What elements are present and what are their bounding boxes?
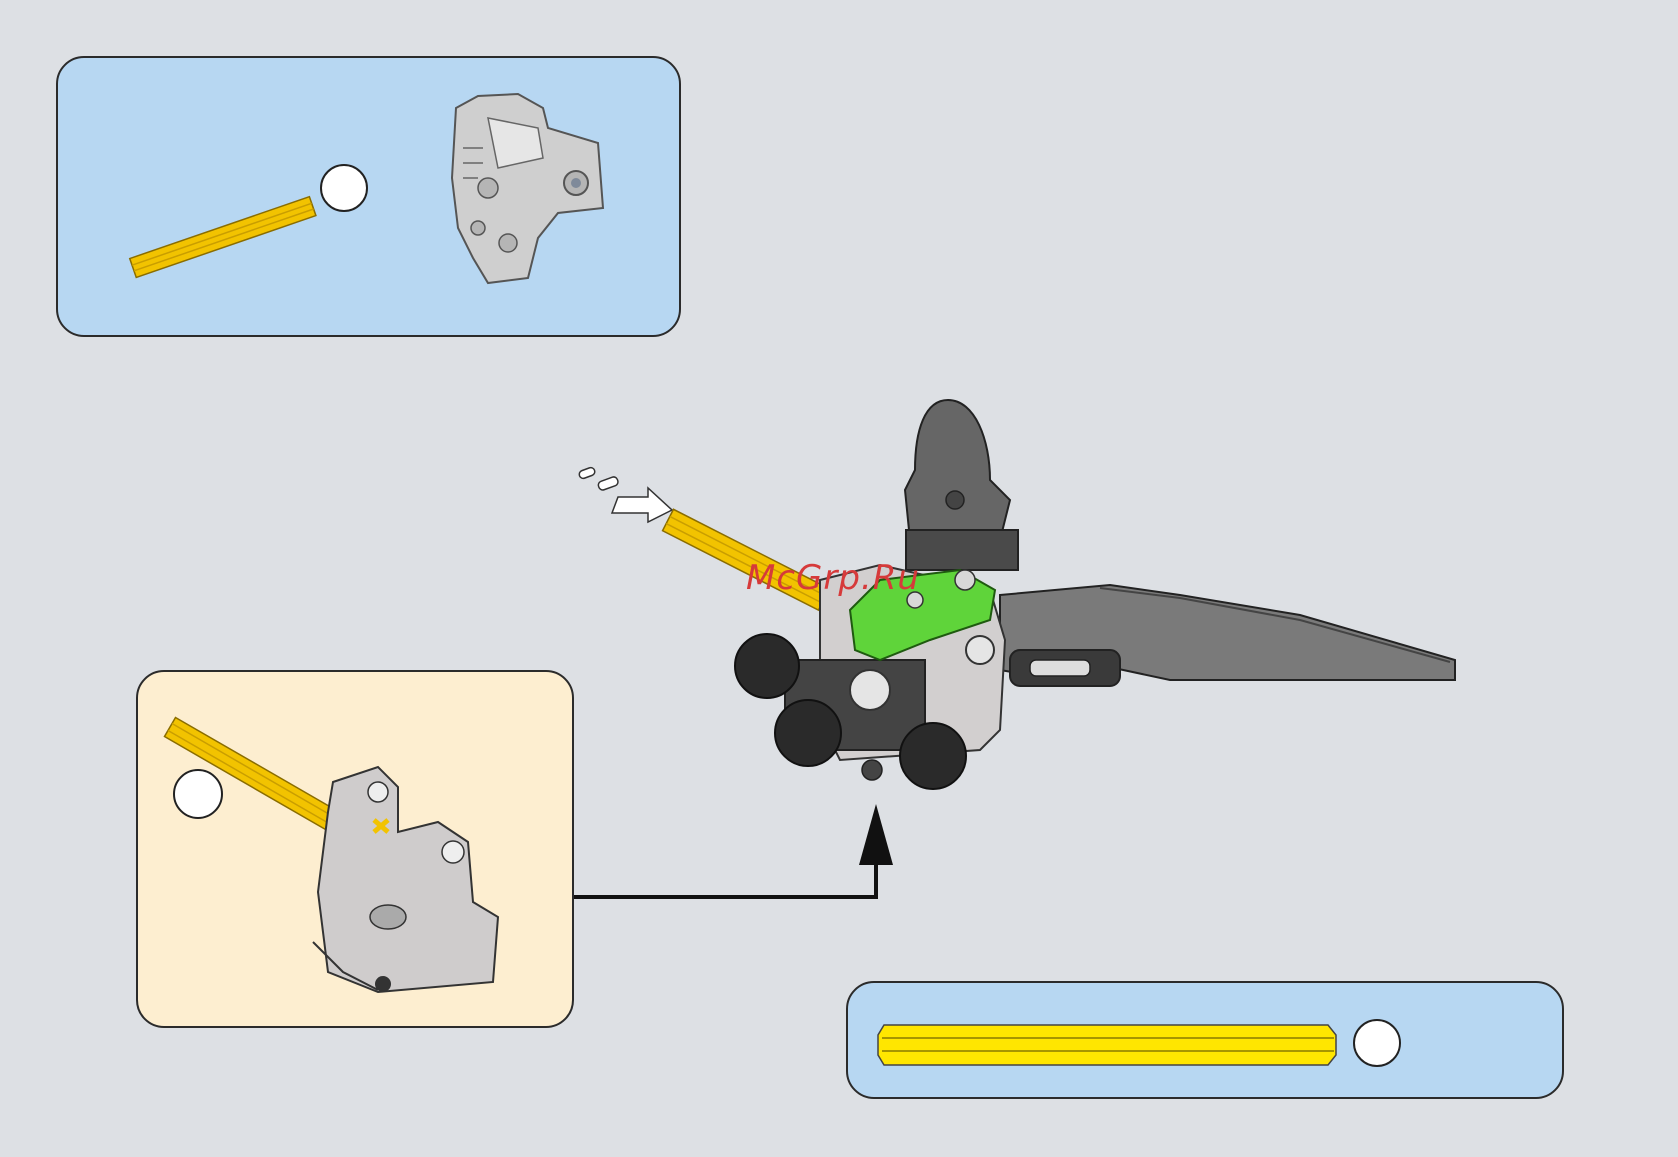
top-fin-part-icon — [905, 400, 1018, 570]
axle-length-circle — [1354, 1020, 1400, 1066]
axle-length-ruler-icon — [878, 1025, 1336, 1065]
ball-joint-icon — [775, 700, 841, 766]
ball-joint-icon — [735, 634, 799, 698]
ball-joint-icon — [900, 723, 966, 789]
insert-direction-arrow-icon — [578, 467, 672, 522]
callout-connector-line — [574, 860, 876, 897]
wing-blade-part-icon — [1000, 585, 1455, 686]
sub-assembly-panel — [136, 670, 574, 1028]
watermark-text: McGrp.Ru — [746, 558, 920, 598]
axle-length-panel — [846, 981, 1564, 1099]
sub-assembly-step-circle — [174, 770, 222, 818]
sub-assembly-drawing — [138, 672, 576, 1030]
sub-assembly-connector-icon — [313, 767, 498, 992]
callout-arrow-icon — [859, 804, 893, 865]
axle-length-drawing — [848, 983, 1566, 1101]
